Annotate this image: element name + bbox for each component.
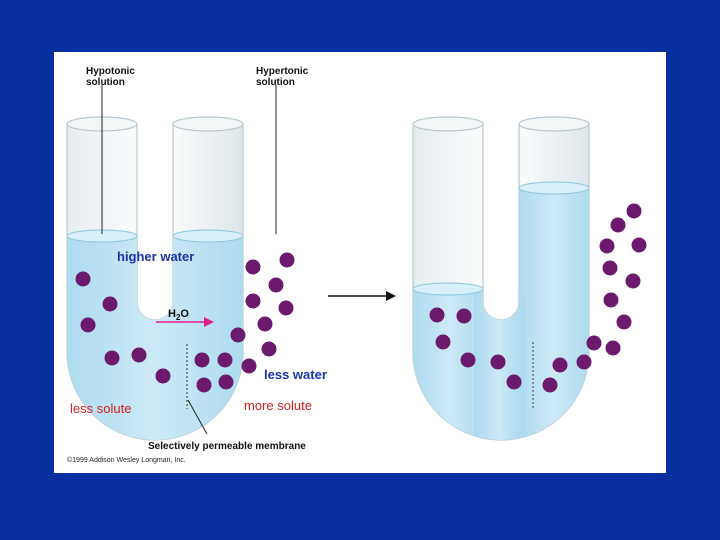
tube-rim-left [412,116,484,132]
solute-particle [631,237,647,253]
higher-water-label: higher water [117,249,194,264]
solute-particle [603,292,619,308]
hypertonic-label-line2: solution [256,77,295,88]
solute-particle [245,259,261,275]
osmosis-diagram: Hypotonic solution Hypertonic solution h… [66,66,647,464]
solute-particle [261,341,277,357]
arrow-right-icon [386,291,396,301]
u-tube-after [412,116,647,441]
solute-particle [456,308,472,324]
solute-particle [155,368,171,384]
u-tube-before [66,116,295,441]
h2o-label: H2O [168,308,189,322]
solute-particle [194,352,210,368]
less-solute-label: less solute [70,401,131,416]
water-body [67,229,243,440]
solute-particle [586,335,602,351]
solute-particle [80,317,96,333]
arrow-right-icon [204,317,214,327]
solute-particle [576,354,592,370]
solute-particle [506,374,522,390]
solute-particle [602,260,618,276]
solute-particle [131,347,147,363]
copyright-credit: ©1999 Addison Wesley Longman, Inc. [67,456,186,464]
hypertonic-label: Hypertonic [256,66,309,77]
hypotonic-label-line2: solution [86,77,125,88]
solute-particles-left [75,271,171,384]
solute-particle [268,277,284,293]
membrane-label: Selectively permeable membrane [148,441,306,452]
solute-particle [241,358,257,374]
solute-particle [552,357,568,373]
solute-particle [279,252,295,268]
solute-particles-right [542,203,647,393]
solute-particle [75,271,91,287]
solute-particle [104,350,120,366]
solute-particle [599,238,615,254]
process-arrow [328,291,396,301]
solute-particle [610,217,626,233]
solute-particle [460,352,476,368]
diagram-panel: Hypotonic solution Hypertonic solution h… [54,52,666,473]
tube-rim-right [172,116,244,132]
solute-particle [616,314,632,330]
solute-particle [490,354,506,370]
solute-particle [625,273,641,289]
solute-particle [278,300,294,316]
water-surface-right [518,181,589,195]
solute-particle [429,307,445,323]
water-surface-left [413,282,484,296]
solute-particles-left [429,307,522,390]
solute-particle [245,293,261,309]
solute-particle [257,316,273,332]
solute-particles-right [194,252,295,393]
membrane-leader-line [187,399,208,435]
solute-particle [230,327,246,343]
solute-particle [102,296,118,312]
solute-particle [218,374,234,390]
solute-particle [605,340,621,356]
water-surface-right [172,229,243,243]
solute-particle [435,334,451,350]
water-flow-indicator: H2O [156,308,214,327]
solute-particle [196,377,212,393]
less-water-label: less water [264,367,327,382]
hypotonic-label: Hypotonic [86,66,135,77]
solute-particle [626,203,642,219]
solute-particle [542,377,558,393]
tube-rim-right [518,116,590,132]
solute-particle [217,352,233,368]
more-solute-label: more solute [244,398,312,413]
